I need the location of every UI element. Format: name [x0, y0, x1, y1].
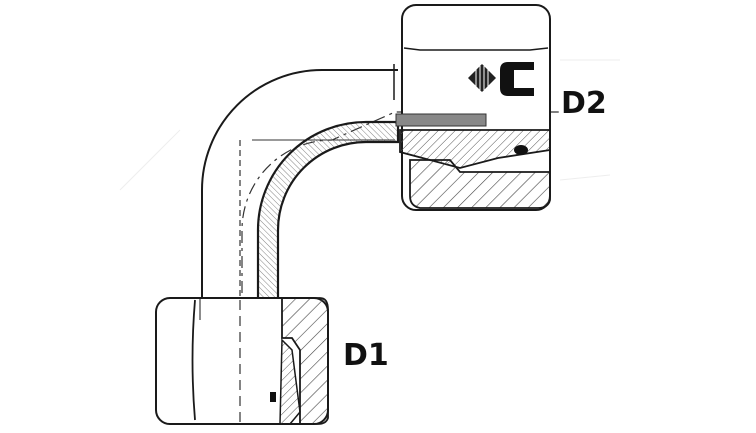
- lower-nut: [155, 297, 329, 425]
- d1-label: D1: [343, 338, 389, 373]
- d2-label: D2: [561, 86, 607, 121]
- upper-nut: [393, 4, 551, 211]
- elbow-body: [201, 69, 398, 300]
- manufacturer-logo-icon: [468, 62, 534, 96]
- background-traces: [119, 59, 620, 191]
